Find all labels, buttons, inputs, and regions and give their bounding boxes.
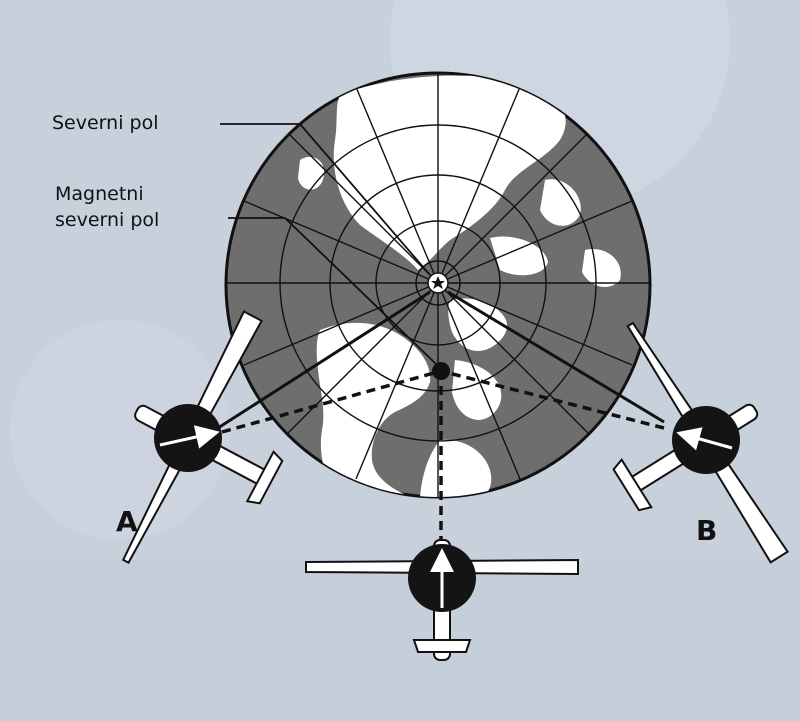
aircraft-a-tail (245, 450, 284, 505)
globe (224, 71, 652, 499)
meridian-lines (226, 73, 650, 497)
landmasses (298, 75, 621, 497)
magnetic-north-label-line2: severni pol (55, 209, 160, 231)
arctic-island-3 (490, 236, 548, 276)
greenland-landmass (333, 75, 566, 270)
arctic-island-4 (582, 249, 621, 287)
magnetic-north-label-line1: Magnetni (55, 183, 144, 205)
arctic-island-2 (540, 179, 581, 226)
star-icon (427, 272, 449, 294)
aircraft-a-label: A (116, 505, 138, 538)
aircraft-b-label: B (696, 514, 718, 547)
leader-lines (220, 123, 437, 365)
true-north-label: Severni pol (52, 112, 159, 134)
true-north-lines (217, 290, 665, 430)
compass-icon (408, 544, 476, 612)
aircraft-b-tail (612, 458, 653, 512)
north-america-landmass (316, 322, 431, 497)
compass-icon (672, 406, 740, 474)
aircraft-c-tail (412, 639, 472, 653)
magnetic-north-lines (221, 369, 665, 548)
compass-icon (154, 404, 222, 472)
